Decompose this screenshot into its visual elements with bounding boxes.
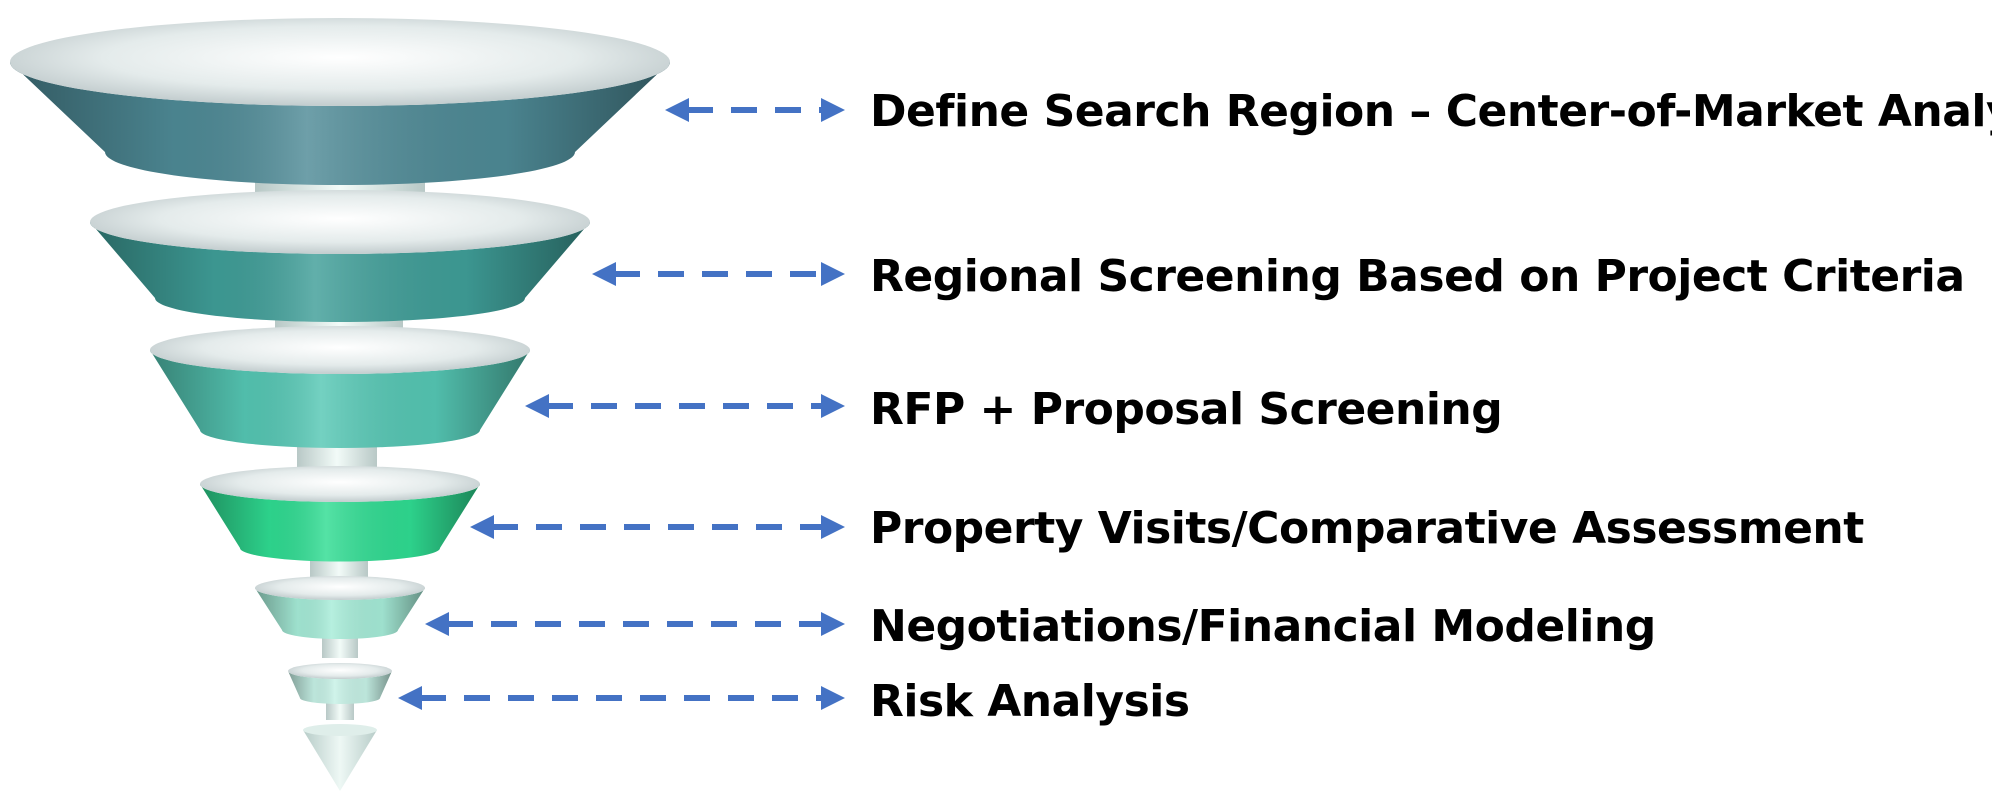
funnel-tip-top [303,724,377,736]
stage-label-2: Regional Screening Based on Project Crit… [870,251,1965,302]
stage-arrows [398,98,845,710]
arrowhead-left [425,612,449,636]
funnel-stage-rim [255,576,425,600]
funnel-stage-3 [150,326,530,448]
arrowhead-right [821,515,845,539]
funnel-stage-shading [90,222,590,322]
funnel-stage-rim [90,190,590,254]
arrowhead-right [821,686,845,710]
funnel-stage-shading [150,350,530,448]
arrowhead-left [665,98,689,122]
funnel-stages [10,18,670,704]
arrowhead-left [592,262,616,286]
funnel-stage-rim [10,18,670,106]
stage-label-6: Risk Analysis [870,676,1190,727]
funnel-stage-2 [90,190,590,322]
stage-label-5: Negotiations/Financial Modeling [870,601,1656,652]
funnel-stage-1 [10,18,670,185]
funnel-stage-rim [200,466,480,502]
arrowhead-right [821,262,845,286]
funnel-stage-5 [255,576,425,639]
funnel-stage-4 [200,466,480,562]
stage-label-1: Define Search Region – Center-of-Market … [870,86,1992,137]
stage-label-4: Property Visits/Comparative Assessment [870,503,1864,554]
funnel-tip [303,730,377,791]
double-arrow-4 [470,515,845,539]
funnel-stage-rim [288,663,392,679]
double-arrow-5 [425,612,845,636]
funnel-stage-6 [288,663,392,704]
double-arrow-6 [398,686,845,710]
funnel-stage-shading [10,62,670,185]
arrowhead-right [821,98,845,122]
stage-label-3: RFP + Proposal Screening [870,384,1503,435]
double-arrow-2 [592,262,845,286]
funnel-stage-shading [288,671,392,704]
arrowhead-left [470,515,494,539]
connector-6 [326,700,354,720]
funnel-stage-shading [200,484,480,562]
double-arrow-3 [525,394,845,418]
arrowhead-left [398,686,422,710]
arrowhead-left [525,394,549,418]
funnel-stage-rim [150,326,530,374]
funnel-stage-shading [255,588,425,639]
arrowhead-right [821,612,845,636]
arrowhead-right [821,394,845,418]
double-arrow-1 [665,98,845,122]
